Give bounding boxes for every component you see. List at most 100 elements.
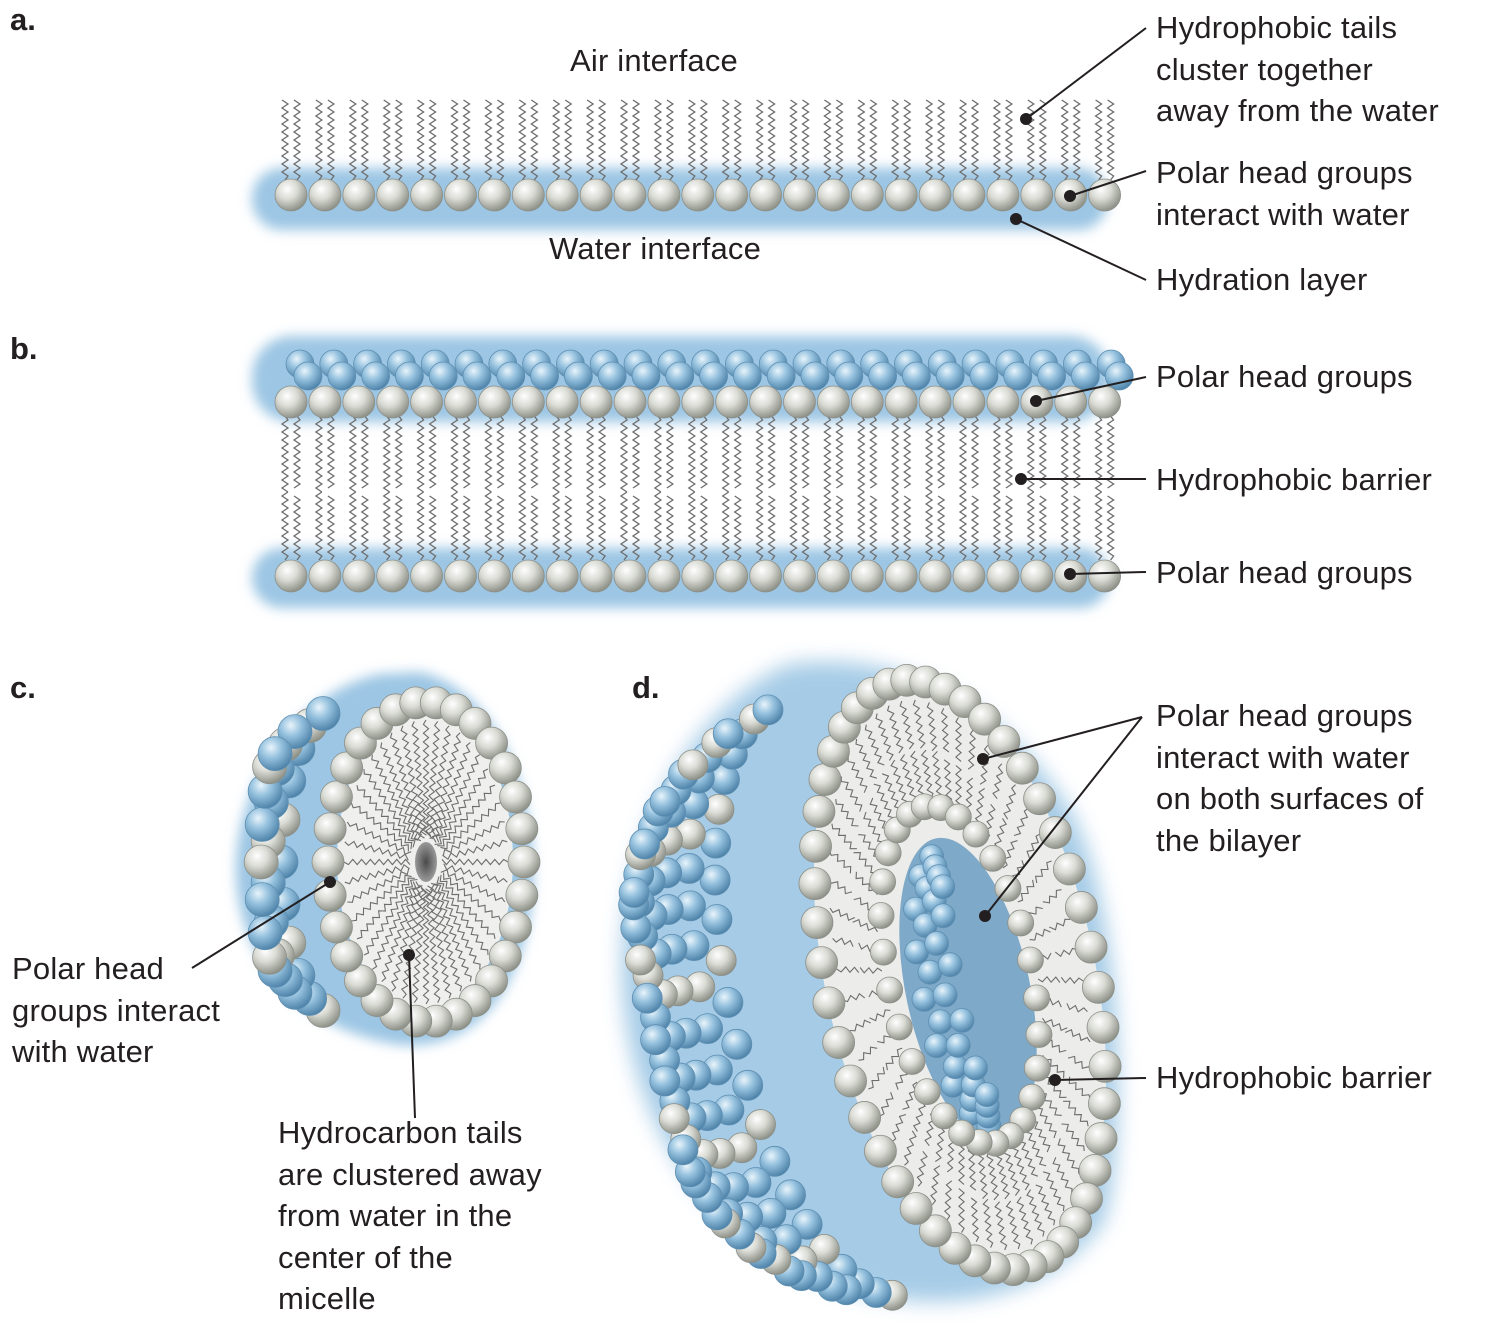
hydrocarbon-tail	[986, 1151, 1000, 1201]
hydrocarbon-tail	[958, 99, 968, 181]
polar-head	[342, 178, 376, 212]
air-interface-label: Air interface	[570, 43, 738, 78]
hydrocarbon-tail	[995, 1150, 1010, 1200]
panel-b-letter: b.	[10, 331, 38, 366]
hydrocarbon-tail	[801, 415, 810, 489]
hydrocarbon-tail	[496, 495, 505, 561]
polar-head	[1054, 385, 1088, 419]
hydrocarbon-tail	[631, 99, 641, 181]
polar-head-back	[665, 361, 695, 391]
leader-d-barrier-dot	[1049, 1074, 1061, 1086]
leader-lines	[191, 27, 1147, 1119]
polar-head-back	[597, 361, 627, 391]
hydrocarbon-tail	[1002, 840, 1018, 869]
hydrocarbon-tail	[597, 495, 607, 561]
polar-head-shell	[625, 944, 656, 976]
hydrocarbon-tail	[869, 415, 878, 489]
hydrophobic-tails-a	[280, 99, 1115, 181]
polar-head	[1088, 385, 1121, 419]
hydrocarbon-tail	[428, 495, 437, 561]
polar-head-lumen	[930, 903, 956, 929]
hydrocarbon-tail	[356, 785, 413, 850]
hydrocarbon-tail	[869, 99, 878, 181]
hydrocarbon-tail	[859, 966, 883, 975]
polar-head-inner-rim	[898, 1048, 926, 1075]
hydrocarbon-tail	[1054, 947, 1078, 958]
callout-b-top-heads: Polar head groups	[1156, 359, 1413, 394]
hydrocarbon-tail	[842, 992, 866, 1003]
hydrocarbon-tail	[518, 491, 527, 561]
hydrocarbon-tail	[831, 823, 857, 850]
polar-head-inner-rim	[867, 902, 895, 929]
hydrocarbon-tail	[363, 768, 416, 848]
polar-head-rim	[1081, 970, 1115, 1004]
polar-head	[511, 559, 545, 593]
hydrocarbon-tail	[1003, 784, 1017, 820]
hydrocarbon-tail	[462, 415, 471, 489]
hydrocarbon-tail	[597, 415, 607, 489]
hydrocarbon-tail	[1066, 1003, 1088, 1013]
polar-head-shell	[244, 882, 280, 918]
polar-head	[681, 559, 715, 593]
hydrocarbon-tail	[564, 415, 573, 489]
polar-head-shell	[631, 982, 663, 1014]
polar-head-inner-rim	[1018, 1083, 1046, 1111]
hydrocarbon-tail	[356, 877, 415, 940]
polar-head-shell	[775, 1179, 806, 1211]
hydrocarbon-tail	[699, 415, 708, 489]
hydrocarbon-tail	[394, 99, 403, 181]
hydrocarbon-tail	[416, 415, 425, 493]
polar-head	[342, 385, 376, 419]
polar-head	[274, 385, 308, 419]
hydrocarbon-tail	[343, 858, 411, 866]
polar-head-shell	[640, 1024, 672, 1056]
polar-head-rim	[1023, 782, 1056, 816]
leader-b-top-heads	[1035, 376, 1147, 402]
hydrocarbon-tail	[1004, 495, 1014, 561]
hydrocarbon-tail	[992, 415, 1002, 493]
leader-d-barrier	[1054, 1077, 1147, 1081]
hydrocarbon-tail	[585, 99, 595, 181]
polar-head	[749, 559, 782, 593]
hydrocarbon-tail	[869, 1009, 891, 1022]
hydrocarbon-tail	[958, 1140, 965, 1185]
hydrocarbon-tail	[1029, 928, 1051, 941]
hydrocarbon-tail	[665, 495, 675, 561]
hydrocarbon-tail	[936, 495, 946, 561]
hydrocarbon-tail	[346, 821, 412, 856]
hydrocarbon-tail	[967, 729, 977, 770]
polar-head-rim	[505, 812, 539, 846]
polar-head-shell	[649, 786, 681, 817]
polar-head-inner-rim	[913, 1078, 941, 1106]
polar-head-rim	[834, 1064, 868, 1098]
hydrocarbon-tail	[292, 495, 302, 561]
hydrocarbon-tail	[835, 415, 844, 489]
hydrocarbon-tail	[767, 415, 776, 489]
polar-head-rim	[1064, 891, 1098, 924]
hydrocarbon-tail	[441, 858, 509, 866]
back-row-heads	[285, 349, 1134, 391]
polar-head-rim	[799, 829, 833, 863]
hydrocarbon-tail	[597, 99, 607, 181]
hydrocarbon-tail	[903, 1130, 917, 1166]
polar-head-back	[462, 361, 492, 391]
polar-head	[783, 385, 816, 419]
hydrocarbon-tail	[936, 99, 946, 181]
hydrocarbon-tail	[360, 495, 369, 561]
polar-head-shell	[705, 945, 737, 976]
callout-d-heads: Polar head groups interact with water on…	[1156, 698, 1424, 858]
hydrocarbon-tail	[755, 491, 764, 561]
hydrocarbon-tail	[890, 759, 909, 808]
hydrocarbon-tail	[564, 99, 573, 181]
hydrocarbon-tail	[416, 99, 425, 181]
hydrocarbon-tail	[858, 1046, 878, 1061]
polar-head-lumen	[963, 1055, 988, 1081]
hydrocarbon-tail	[970, 99, 980, 181]
polar-heads-a	[274, 178, 1121, 212]
polar-head	[376, 559, 410, 593]
hydrocarbon-tail	[619, 415, 629, 493]
hydrocarbon-tail	[886, 705, 904, 754]
hydrocarbon-tail	[442, 839, 508, 861]
